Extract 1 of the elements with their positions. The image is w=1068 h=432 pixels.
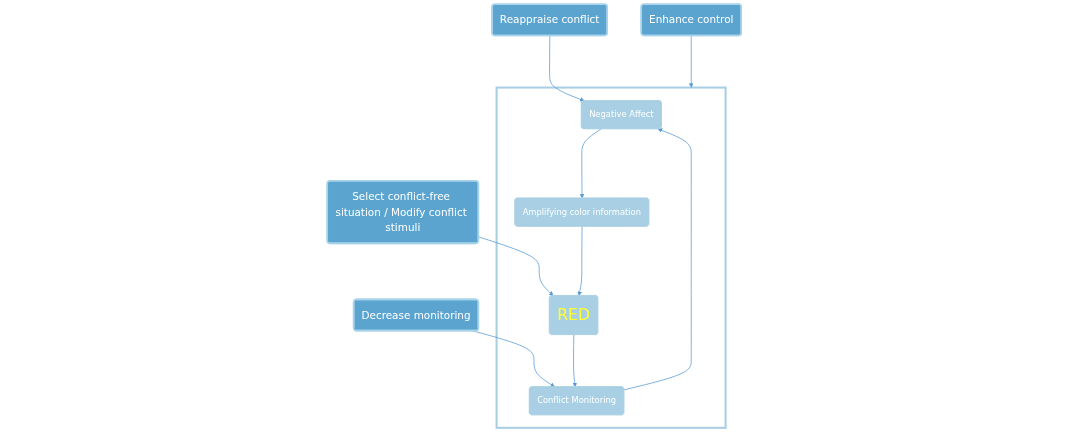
cluster <box>495 86 727 429</box>
